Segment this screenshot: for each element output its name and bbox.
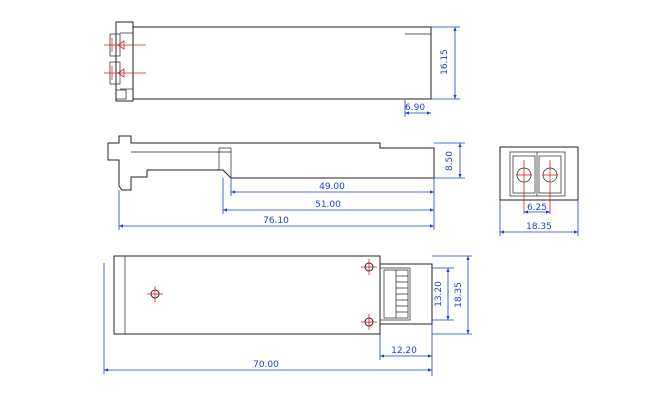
front-view-width-dim: 18.35 (526, 222, 552, 232)
side-view-dim-76: 76.10 (263, 216, 289, 226)
side-view: 8.50 49.00 51.00 76.10 (107, 135, 465, 230)
top-view-nose-dim: 6.90 (405, 103, 425, 113)
side-view-height-dim: 8.50 (445, 151, 455, 171)
top-view-nose (405, 33, 432, 99)
side-view-dim-49: 49.00 (319, 182, 345, 192)
front-view-body (499, 146, 579, 201)
bottom-view-hole-lower (361, 314, 377, 330)
top-view-centerlines (104, 38, 146, 80)
top-view: 16.15 6.90 (104, 21, 460, 117)
side-view-dim-51: 51.00 (315, 200, 341, 210)
bottom-view-length-dim: 70.00 (253, 360, 279, 370)
bottom-view-outer-dim: 18.35 (454, 282, 464, 308)
bottom-view: 13.20 18.35 12.20 70.00 (103, 255, 472, 376)
front-view-receptacle (509, 151, 566, 197)
top-view-width-dim: 16.15 (440, 49, 450, 75)
bottom-view-depth-dim: 12.20 (391, 346, 417, 356)
bottom-view-hole-upper (361, 259, 377, 275)
side-view-outline (107, 135, 435, 191)
bottom-view-hole-left (147, 286, 163, 302)
bottom-view-body (113, 255, 381, 335)
top-view-flange (115, 21, 134, 102)
bottom-view-connector (383, 269, 409, 319)
bottom-view-inner-dim: 13.20 (434, 281, 444, 307)
front-view: 6.25 18.35 (499, 146, 579, 236)
top-view-body (132, 26, 432, 100)
front-view-pitch-dim: 6.25 (527, 203, 547, 213)
